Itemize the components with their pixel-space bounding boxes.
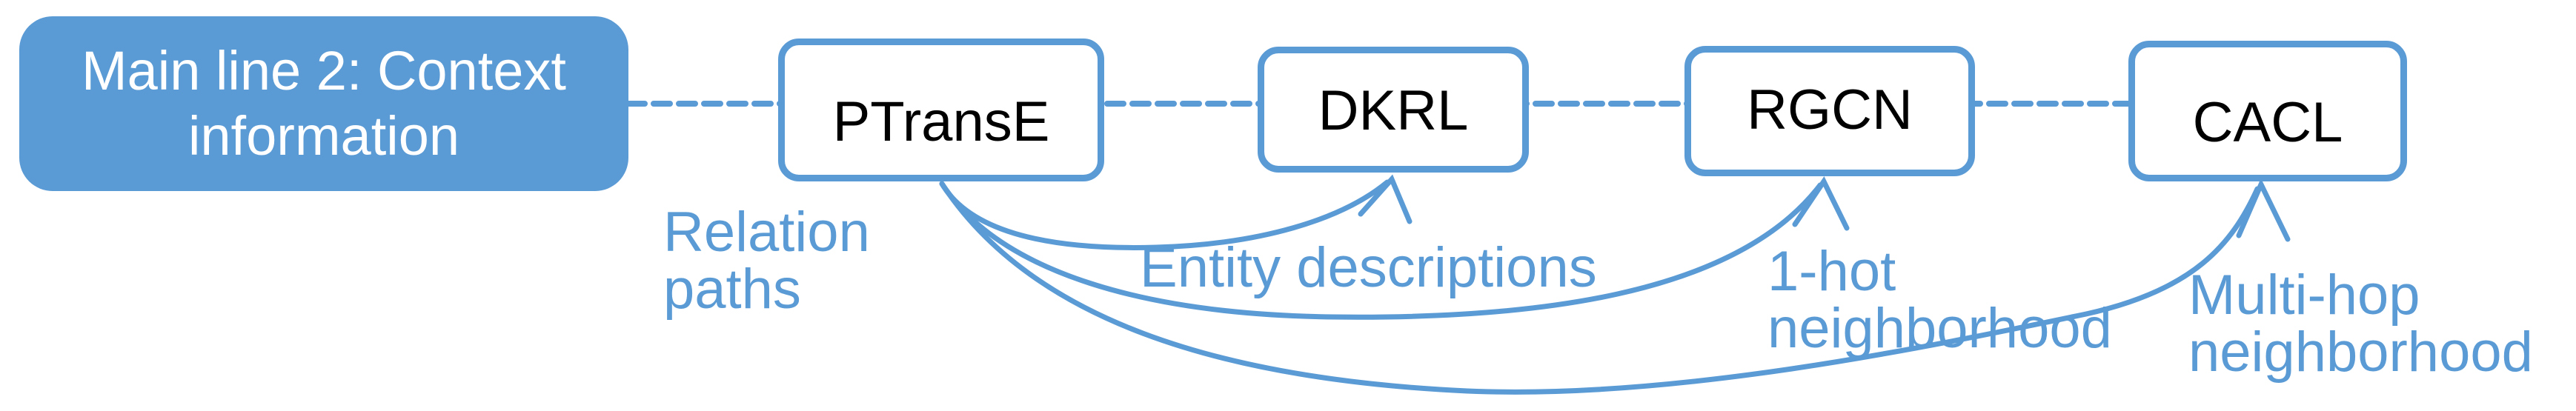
annotation-relation-paths: Relation paths xyxy=(663,201,870,321)
node-rgcn: RGCN xyxy=(1684,46,1975,176)
node-rgcn-label: RGCN xyxy=(1747,78,1913,141)
arrowhead-cacl-icon xyxy=(2236,178,2291,242)
node-dkrl: DKRL xyxy=(1258,47,1529,173)
main-line-label: Main line 2: Context information xyxy=(81,40,566,167)
node-ptranse-label: PTransE xyxy=(832,90,1050,153)
arrowhead-dkrl-icon xyxy=(1358,174,1413,224)
main-line-box: Main line 2: Context information xyxy=(19,16,628,191)
annotation-entity-descriptions: Entity descriptions xyxy=(1140,236,1597,299)
node-ptranse: PTransE xyxy=(778,39,1104,181)
node-dkrl-label: DKRL xyxy=(1318,79,1469,142)
annotation-multihop-neighborhood: Multi-hop neighborhood xyxy=(2188,264,2533,384)
annotation-1hot-neighborhood: 1-hot neighborhood xyxy=(1767,240,2112,360)
node-cacl: CACL xyxy=(2128,41,2407,181)
arrowhead-rgcn-icon xyxy=(1792,176,1850,231)
node-cacl-label: CACL xyxy=(2192,91,2343,154)
